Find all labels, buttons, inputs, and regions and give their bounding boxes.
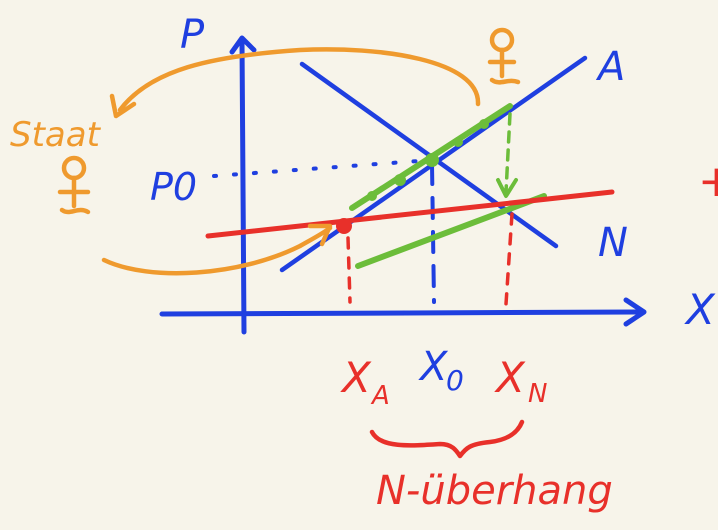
green-supply-segments xyxy=(349,103,547,269)
green-arrowhead xyxy=(496,178,518,198)
svg-text:P: P xyxy=(180,12,205,58)
green-dot-1 xyxy=(367,191,377,201)
x-0-label: X 0 xyxy=(418,344,464,397)
x-n-label: X N xyxy=(494,353,547,409)
demand-label: N xyxy=(598,220,628,266)
surplus-brace xyxy=(369,419,525,459)
svg-text:P0: P0 xyxy=(150,165,197,209)
x-a-label: X A xyxy=(340,353,390,411)
svg-text:X: X xyxy=(340,353,372,402)
axes xyxy=(159,35,647,335)
female-symbol-top-icon xyxy=(487,27,521,85)
x0-dashed-line xyxy=(430,162,436,304)
price-floor-line xyxy=(205,189,615,239)
x-axis-arrowhead xyxy=(623,297,647,327)
orange-bottom-arc xyxy=(101,225,333,276)
red-intersection-point xyxy=(336,218,352,234)
p0-dotted-line xyxy=(212,158,434,178)
staat-label: Staat xyxy=(10,115,102,155)
orange-bottom-arrowhead xyxy=(307,223,333,247)
xa-dashed-line xyxy=(346,236,352,304)
female-symbol-left-icon xyxy=(57,155,91,215)
x-axis-label: X xyxy=(684,285,716,334)
x-axis-line xyxy=(159,309,645,317)
y-axis-label: P xyxy=(180,12,205,58)
supply-label: A xyxy=(595,44,625,90)
svg-text:0: 0 xyxy=(446,364,464,397)
svg-text:X: X xyxy=(494,353,526,402)
green-dot-4 xyxy=(479,119,489,129)
green-dot-2 xyxy=(394,174,406,186)
xn-dashed-line xyxy=(504,212,514,306)
orange-top-arc xyxy=(117,47,481,113)
p0-label: P0 xyxy=(150,165,197,209)
y-axis-arrowhead xyxy=(229,35,257,55)
right-edge-red-mark: + xyxy=(698,156,718,207)
y-axis-line xyxy=(239,39,247,335)
surplus-label: N-überhang xyxy=(376,468,613,514)
green-dashed-arrow xyxy=(504,112,512,194)
green-dot-3 xyxy=(453,137,463,147)
orange-top-arrowhead xyxy=(109,93,137,119)
green-lower-segment xyxy=(355,193,547,269)
svg-text:X: X xyxy=(418,344,449,390)
svg-text:N: N xyxy=(528,379,547,409)
svg-text:A: A xyxy=(370,381,390,411)
